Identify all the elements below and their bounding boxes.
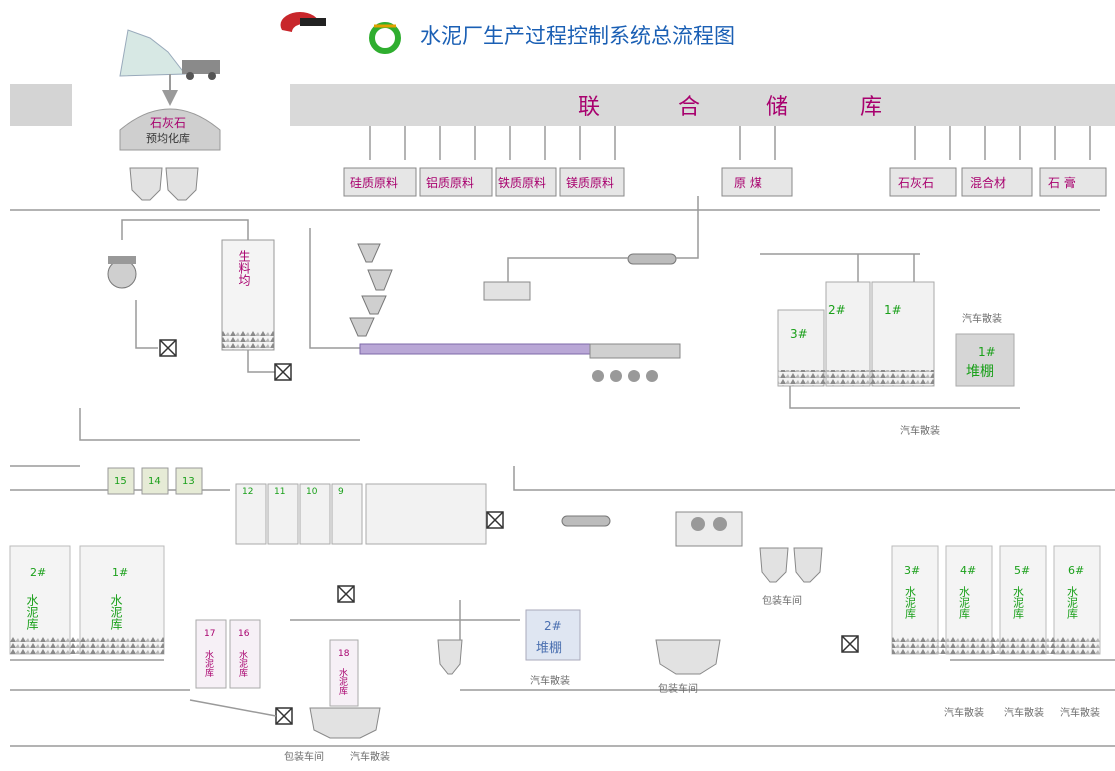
cement-silo-num: 2# (30, 566, 46, 579)
small-bin-num: 14 (148, 476, 161, 487)
raw-bin-label: 铝质原料 (426, 175, 474, 190)
dispatch-label: 汽车散装 (962, 312, 1002, 325)
raw-meal-silo[interactable] (221, 239, 275, 351)
storage-banner-char: 合 (678, 95, 700, 120)
limestone-dome[interactable]: 石灰石 预均化库 (119, 108, 221, 151)
middle-silo-char: 水泥库 (237, 649, 248, 678)
left-gray-panel (10, 84, 72, 126)
middle-silo-num: 16 (238, 629, 250, 639)
small-bin2-num: 11 (274, 487, 285, 497)
small-bin2-num: 12 (242, 487, 253, 497)
dispatch-label: 汽车散装 (530, 674, 570, 687)
company-logo (280, 12, 401, 54)
cement-silo-char: 水泥库 (109, 594, 123, 631)
limestone-hoppers[interactable] (129, 167, 199, 201)
shed-2[interactable] (525, 609, 581, 661)
cement-silos-left[interactable] (9, 545, 165, 655)
raw-bin-label: 铁质原料 (498, 176, 546, 190)
cement-mill[interactable] (675, 511, 743, 547)
raw-bin-label: 镁质原料 (566, 176, 614, 190)
header-title: 水泥厂生产过程控制系统总流程图 (420, 24, 735, 48)
raw-material-bins[interactable] (343, 167, 625, 197)
cement-silos-middle[interactable] (195, 619, 359, 707)
storage-banner-char: 储 (766, 95, 788, 120)
packing-hoppers[interactable] (309, 639, 721, 739)
small-bin2-num: 10 (306, 487, 318, 497)
small-bins-a[interactable] (107, 467, 203, 495)
right-bins[interactable] (889, 167, 1107, 197)
dome-label-line2: 预均化库 (146, 131, 190, 145)
dispatch-label: 汽车散装 (1004, 706, 1044, 719)
raw-meal-silo-label: 生料均 (237, 250, 251, 287)
small-bin-num: 15 (114, 476, 127, 487)
middle-silo-char: 水泥库 (203, 649, 214, 678)
dispatch-label: 包装车间 (658, 682, 698, 695)
gate-valve[interactable] (275, 707, 293, 725)
shed-2-num: 2# (544, 619, 562, 633)
cement-silos-right[interactable] (891, 545, 1101, 655)
quarry-hill (119, 29, 220, 80)
gate-valve[interactable] (159, 339, 177, 357)
storage-banner (290, 84, 1115, 126)
raw-bin-label: 硅质原料 (350, 176, 398, 190)
right-bin-label: 石灰石 (898, 176, 934, 190)
middle-silo-num: 18 (338, 649, 350, 659)
dispatch-label: 汽车散装 (1060, 706, 1100, 719)
clinker-cooler[interactable] (592, 370, 658, 382)
cement-silo-char: 水泥库 (1066, 586, 1079, 620)
rotary-kiln[interactable] (359, 343, 681, 359)
gate-valve[interactable] (841, 635, 859, 653)
raw-mill[interactable] (107, 256, 137, 289)
cement-hoppers[interactable] (759, 547, 823, 583)
cement-silo-num: 3# (904, 564, 920, 577)
shed-1-num: 1# (978, 345, 996, 359)
right-bin-label: 石 膏 (1048, 175, 1076, 190)
right-bin-label: 混合材 (970, 175, 1006, 190)
cement-silo-char: 水泥库 (958, 586, 971, 620)
dispatch-label: 包装车间 (762, 594, 802, 607)
dispatch-label: 汽车散装 (900, 424, 940, 437)
small-bins-b[interactable] (235, 483, 487, 545)
storage-banner-char: 联 (578, 95, 600, 120)
cement-mill-conveyor[interactable] (561, 515, 611, 527)
small-bin-num: 13 (182, 476, 195, 487)
storage-banner-char: 库 (860, 95, 882, 120)
dispatch-label: 包装车间 (284, 750, 324, 763)
cement-silo-num: 6# (1068, 564, 1084, 577)
clinker-silos[interactable] (777, 281, 935, 387)
shed-1[interactable] (955, 333, 1015, 387)
coal-conveyor[interactable] (627, 253, 677, 265)
clinker-silo-num: 3# (790, 327, 808, 341)
cement-silo-num: 1# (112, 566, 128, 579)
gate-valve[interactable] (274, 363, 292, 381)
preheater-tower[interactable] (349, 243, 393, 337)
middle-silo-char: 水泥库 (337, 667, 348, 696)
cement-silo-char: 水泥库 (25, 594, 39, 631)
shed-1-label: 堆棚 (966, 364, 994, 380)
dispatch-label: 汽车散装 (944, 706, 984, 719)
cement-silo-char: 水泥库 (904, 586, 917, 620)
dome-label-line1: 石灰石 (150, 116, 186, 130)
shed-2-label: 堆棚 (536, 641, 562, 656)
clinker-silo-num: 2# (828, 303, 846, 317)
gate-valve[interactable] (337, 585, 355, 603)
coal-bin-label: 原 煤 (734, 176, 762, 190)
clinker-silo-num: 1# (884, 303, 902, 317)
coal-bin[interactable] (721, 167, 793, 197)
dispatch-label: 汽车散装 (350, 750, 390, 763)
cement-silo-num: 5# (1014, 564, 1030, 577)
cement-silo-num: 4# (960, 564, 976, 577)
middle-silo-num: 17 (204, 629, 215, 639)
coal-mill[interactable] (483, 281, 531, 301)
small-bin2-num: 9 (338, 487, 344, 497)
gate-valve[interactable] (486, 511, 504, 529)
cement-silo-char: 水泥库 (1012, 586, 1025, 620)
